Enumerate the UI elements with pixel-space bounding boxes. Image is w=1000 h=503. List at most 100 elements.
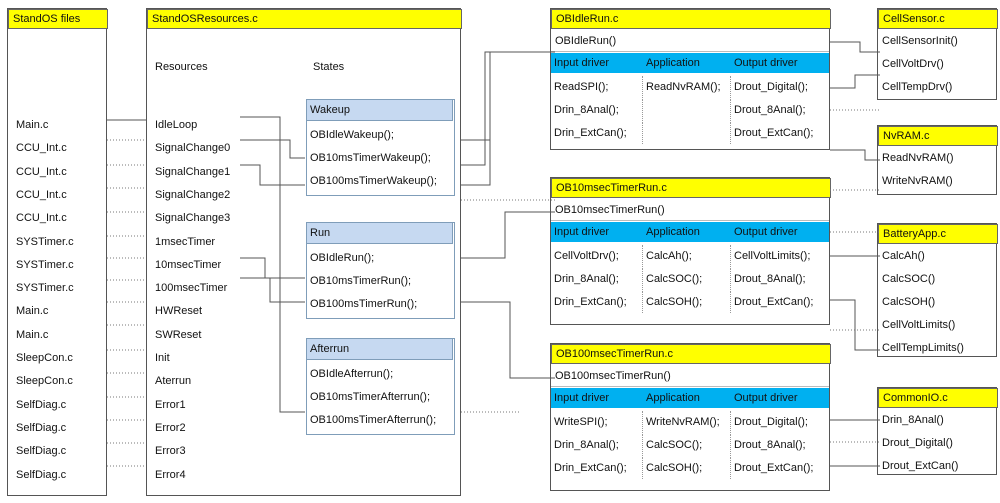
state-item: OBIdleAfterrun();: [310, 368, 394, 380]
table-cell: Drin_ExtCan();: [551, 122, 643, 144]
table-cell: Drin_ExtCan();: [551, 457, 643, 479]
run-header-bar: [551, 222, 829, 242]
resource-item: SignalChange3: [155, 212, 231, 225]
module-item: CalcSOH(): [882, 296, 936, 308]
table-cell: WriteSPI();: [551, 411, 643, 433]
resource-item: Error4: [155, 468, 186, 481]
run-title: OB10msecTimerRun.c: [551, 178, 831, 198]
table-cell: WriteNvRAM();: [643, 411, 731, 433]
module-title: CommonIO.c: [878, 388, 998, 408]
table-cell: [643, 99, 731, 121]
file-item: SYSTimer.c: [16, 258, 74, 271]
table-cell: Drin_ExtCan();: [551, 291, 643, 313]
table-cell: [643, 122, 731, 144]
resource-item: HWReset: [155, 305, 203, 318]
column-header: Application: [646, 57, 700, 69]
module-item: CalcAh(): [882, 250, 925, 262]
table-cell: Drin_8Anal();: [551, 268, 643, 290]
table-cell: Drout_Digital();: [734, 416, 808, 428]
state-group-title: Afterrun: [306, 338, 453, 360]
table-cell: CalcSOH();: [643, 291, 731, 313]
resource-item: 10msecTimer: [155, 258, 222, 271]
table-cell: Drout_ExtCan();: [734, 296, 814, 308]
resource-item: Init: [155, 352, 170, 364]
run-func: OBIdleRun(): [551, 30, 829, 52]
file-item: CCU_Int.c: [16, 212, 67, 225]
table-cell: CalcSOC();: [643, 268, 731, 290]
state-item: OBIdleRun();: [310, 252, 375, 264]
module-item: CellTempLimits(): [882, 342, 964, 354]
run-header-bar: [551, 53, 829, 73]
file-item: SleepCon.c: [16, 375, 73, 388]
file-item: SleepCon.c: [16, 352, 73, 364]
table-cell: Drout_ExtCan();: [734, 462, 814, 474]
file-item: CCU_Int.c: [16, 165, 67, 178]
state-group-title: Wakeup: [306, 99, 453, 121]
column-header: Input driver: [554, 392, 610, 404]
column-header: Application: [646, 392, 700, 404]
table-cell: CalcAh();: [643, 245, 731, 267]
table-cell: CalcSOH();: [643, 457, 731, 479]
resource-item: 100msecTimer: [155, 282, 228, 295]
table-cell: Drout_Digital();: [734, 81, 808, 93]
table-cell: Drin_8Anal();: [551, 99, 643, 121]
state-item: OB100msTimerRun();: [310, 298, 418, 310]
column-header: Output driver: [734, 57, 798, 69]
file-item: SelfDiag.c: [16, 445, 67, 458]
file-item: CCU_Int.c: [16, 142, 67, 155]
column-header: Output driver: [734, 226, 798, 238]
module-title: NvRAM.c: [878, 126, 998, 146]
table-cell: CellVoltLimits();: [734, 250, 811, 262]
file-item: SelfDiag.c: [16, 468, 67, 481]
table-cell: Drout_8Anal();: [734, 439, 806, 451]
state-item: OB100msTimerWakeup();: [310, 175, 437, 187]
resource-item: SWReset: [155, 328, 202, 341]
column-header: Output driver: [734, 392, 798, 404]
module-item: CellSensorInit(): [882, 35, 958, 47]
resource-item: Aterrun: [155, 375, 192, 388]
run-func: OB100msecTimerRun(): [551, 365, 829, 387]
state-item: OB10msTimerAfterrun();: [310, 391, 431, 403]
file-item: Main.c: [16, 328, 49, 341]
module-item: Drout_Digital(): [882, 437, 953, 449]
module-item: CellVoltDrv(): [882, 58, 944, 70]
resource-item: SignalChange2: [155, 188, 231, 201]
table-cell: CalcSOC();: [643, 434, 731, 456]
files-title: StandOS files: [8, 9, 108, 29]
run-title: OBIdleRun.c: [551, 9, 831, 29]
column-header: Input driver: [554, 226, 610, 238]
file-item: SYSTimer.c: [16, 282, 74, 295]
module-item: WriteNvRAM(): [882, 175, 953, 187]
table-cell: ReadNvRAM();: [643, 76, 731, 98]
column-header: Application: [646, 226, 700, 238]
resource-item: 1msecTimer: [155, 235, 216, 248]
resources-header: Resources: [155, 61, 208, 73]
module-item: CellTempDrv(): [882, 81, 953, 93]
column-header: Input driver: [554, 57, 610, 69]
module-title: BatteryApp.c: [878, 224, 998, 244]
table-cell: Drout_8Anal();: [734, 273, 806, 285]
module-title: CellSensor.c: [878, 9, 998, 29]
resource-item: SignalChange1: [155, 165, 231, 178]
run-title: OB100msecTimerRun.c: [551, 344, 831, 364]
resources-panel: StandOSResources.c Resources States Idle…: [146, 8, 462, 496]
table-cell: CellVoltDrv();: [551, 245, 643, 267]
resource-item: Error3: [155, 445, 186, 458]
table-cell: Drout_ExtCan();: [734, 127, 814, 139]
file-item: Main.c: [16, 119, 49, 131]
state-item: OB100msTimerAfterrun();: [310, 414, 437, 426]
module-item: Drin_8Anal(): [882, 414, 944, 426]
module-item: ReadNvRAM(): [882, 152, 954, 164]
